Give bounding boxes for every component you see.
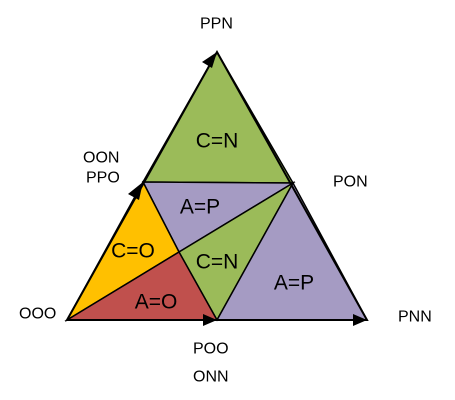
region-top-cn (141, 50, 295, 184)
vertex-label-bottom-1: POO (193, 341, 229, 358)
region-label-top: C=N (196, 130, 239, 153)
vertex-label-upper-left-1: OON (83, 150, 119, 167)
region-label-upper-middle: A=P (180, 196, 220, 219)
vertex-label-upper-left-2: PPO (86, 170, 120, 187)
arrowhead-apex (202, 52, 217, 68)
region-label-right: A=P (274, 272, 314, 295)
vertex-label-right-mid: PON (333, 174, 368, 191)
vertex-label-bottom-2: ONN (193, 369, 229, 386)
region-label-bottom-left: A=O (135, 291, 178, 314)
region-label-center: C=N (196, 251, 239, 274)
arrowhead-left-edge (128, 182, 143, 200)
vertex-label-far-right: PNN (398, 309, 432, 326)
region-label-left: C=O (111, 240, 155, 263)
arrowhead-bottom-right (353, 314, 367, 326)
arrowhead-bottom-mid (203, 314, 217, 326)
vertex-label-left-bottom: OOO (19, 306, 56, 323)
vertex-label-top: PPN (200, 16, 233, 33)
